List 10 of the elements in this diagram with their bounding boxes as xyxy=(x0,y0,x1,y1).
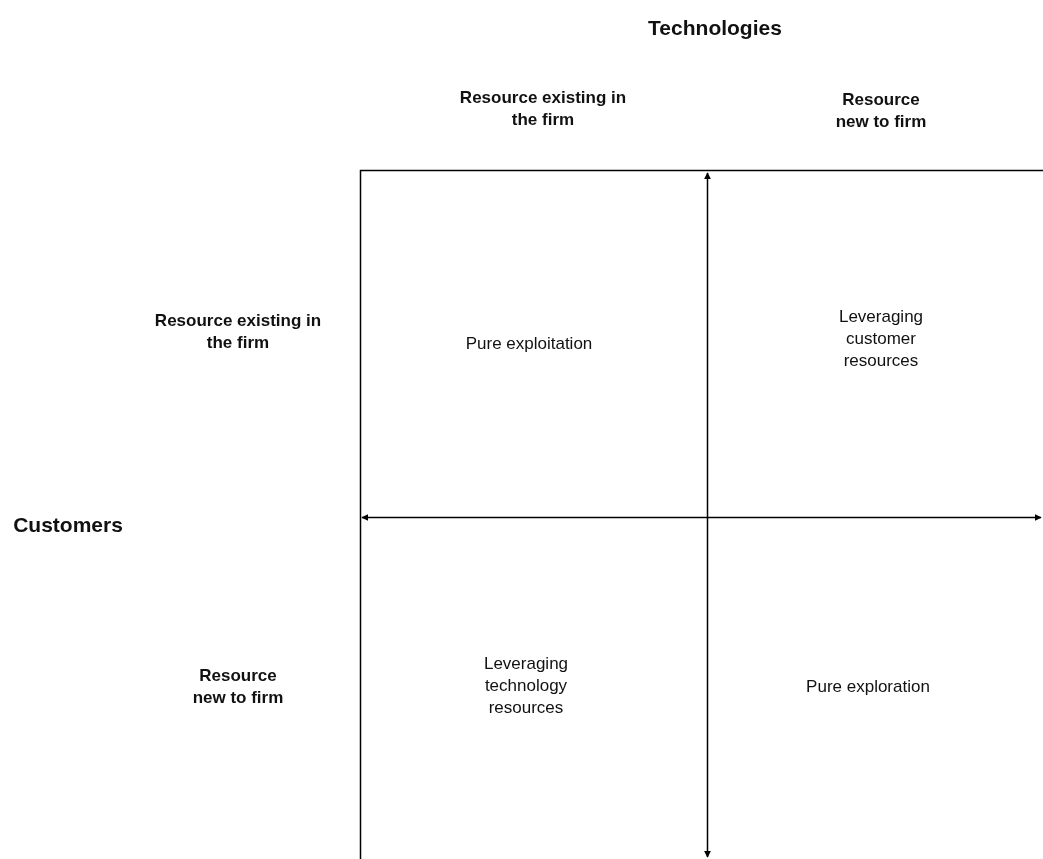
column-header: Resource existing in the firm xyxy=(458,87,628,132)
quadrant-label: Leveraging technology resources xyxy=(482,653,570,720)
quadrant-label: Leveraging customer resources xyxy=(837,306,925,373)
row-header: Resource existing in the firm xyxy=(153,310,323,355)
axis-title: Technologies xyxy=(647,15,783,41)
quadrant-label: Pure exploration xyxy=(805,676,931,698)
axis-title: Customers xyxy=(12,512,124,538)
row-header: Resource new to firm xyxy=(191,665,285,710)
column-header: Resource new to firm xyxy=(834,89,928,134)
quadrant-label: Pure exploitation xyxy=(464,333,594,355)
